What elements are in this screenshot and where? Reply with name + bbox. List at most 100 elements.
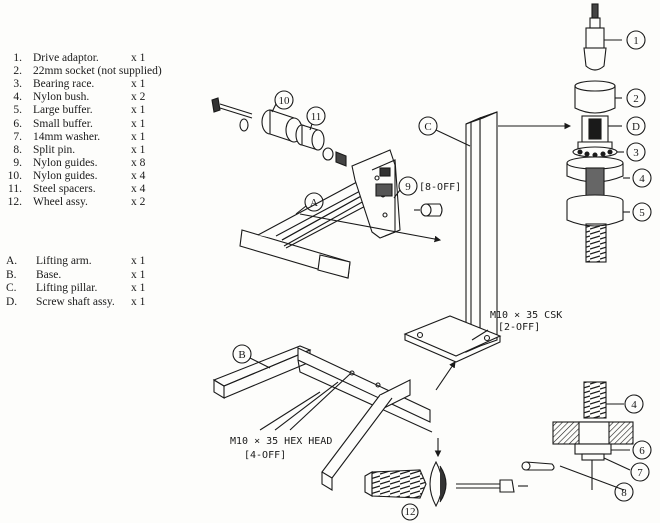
callout-1: 1 (633, 35, 639, 47)
assembly-name: Lifting pillar. (36, 282, 98, 294)
part-qty: x 1 (131, 143, 146, 156)
part-number: 2. (13, 65, 22, 78)
part-number: 1. (13, 52, 22, 64)
nylon-bush-upper (566, 156, 630, 199)
part-name: Steel spacers. (33, 183, 96, 195)
part-number: 8. (13, 143, 22, 156)
callout-1-circle (626, 30, 646, 50)
part-name: Wheel assy. (33, 196, 88, 209)
callout-c-circle (418, 116, 438, 136)
part-qty: x 1 (131, 104, 146, 117)
callout-8: 8 (621, 487, 627, 499)
callout-2: 2 (633, 93, 639, 105)
lifting-arm (239, 149, 442, 279)
callout-b-circle (232, 344, 252, 364)
callout-c: C (424, 121, 431, 133)
assembly-letter: C. (6, 282, 17, 294)
steel-spacer-11 (295, 124, 347, 167)
bearing-race (572, 146, 624, 158)
callout-10: 10 (279, 95, 291, 107)
callout-9-circle (398, 176, 418, 196)
assembly-letter: A. (6, 255, 18, 267)
part-qty: x 8 (131, 156, 146, 169)
part-number: 7. (13, 130, 22, 143)
callout-6: 6 (639, 445, 645, 457)
callout-a: A (310, 197, 318, 209)
part-number: 6. (13, 117, 22, 130)
hex-bolt-note: M10 × 35 HEX HEAD (230, 436, 332, 447)
callout-5-circle (632, 202, 652, 222)
part-number: 10. (7, 169, 22, 182)
part-name: Drive adaptor. (33, 52, 99, 64)
callout-3-circle (626, 142, 646, 162)
drive-adaptor (583, 3, 622, 71)
assembly-name: Lifting arm. (36, 255, 92, 267)
callout-4b: 4 (631, 399, 637, 411)
part-number: 5. (13, 104, 22, 117)
assembly-name: Screw shaft assy. (36, 295, 115, 308)
socket-22mm (574, 80, 622, 114)
part-name: Nylon bush. (33, 91, 90, 104)
assembly-qty: x 1 (131, 255, 146, 267)
assembly-name: Base. (36, 268, 62, 281)
pin-9 (414, 203, 443, 217)
part-name: 14mm washer. (33, 130, 101, 143)
pin-count-note: [8-OFF] (419, 182, 461, 193)
callout-5: 5 (639, 207, 645, 219)
base-frame (212, 345, 456, 491)
part-number: 4. (13, 91, 22, 104)
part-name: Split pin. (33, 143, 76, 156)
part-name: Large buffer. (33, 104, 93, 117)
part-qty: x 1 (131, 130, 146, 143)
part-qty: x 1 (131, 78, 146, 91)
callout-4: 4 (639, 173, 645, 185)
nylon-guide-10 (261, 109, 303, 143)
large-buffer (566, 194, 630, 227)
part-qty: x 1 (131, 52, 146, 64)
callout-4-circle (632, 168, 652, 188)
part-number: 9. (13, 156, 22, 169)
callout-10-circle (274, 90, 294, 110)
part-number: 12. (7, 196, 22, 209)
callout-a-circle (304, 192, 324, 212)
callout-11-circle (306, 106, 326, 126)
callout-7-circle (630, 462, 650, 482)
screw-thread-upper (585, 223, 607, 263)
part-qty: x 2 (131, 91, 146, 104)
part-number: 3. (13, 78, 22, 91)
wheel-assembly (364, 438, 528, 508)
callout-8-circle (614, 482, 634, 502)
part-name: Nylon guides. (33, 156, 98, 169)
part-qty: x 4 (131, 183, 146, 195)
part-qty: x 4 (131, 169, 146, 182)
long-bolt (211, 97, 253, 132)
callout-b: B (238, 349, 245, 361)
callout-12: 12 (405, 506, 416, 518)
csk-bolt-count: [2-OFF] (498, 322, 540, 333)
split-pin-8 (521, 461, 555, 471)
part-name: Bearing race. (33, 78, 95, 91)
callout-4b-circle (624, 394, 644, 414)
part-name: 22mm socket (not supplied) (33, 65, 162, 78)
part-qty: x 1 (131, 117, 146, 130)
csk-bolt-note: M10 × 35 CSK (490, 310, 562, 321)
assembly-qty: x 1 (131, 268, 146, 281)
callout-11: 11 (311, 111, 322, 123)
assembly-qty: x 1 (131, 295, 146, 308)
assembly-letter: D. (6, 295, 18, 308)
callout-6-circle (632, 440, 652, 460)
callout-7: 7 (637, 467, 643, 479)
assembly-letter: B. (6, 268, 17, 281)
lifting-pillar (403, 111, 572, 363)
lower-screw-assembly (552, 381, 634, 491)
part-number: 11. (8, 183, 22, 195)
callout-9: 9 (405, 181, 411, 193)
part-name: Small buffer. (33, 117, 93, 130)
callout-3: 3 (633, 147, 639, 159)
callout-d: D (632, 121, 640, 133)
assembly-qty: x 1 (131, 282, 146, 294)
callout-2-circle (626, 88, 646, 108)
callout-d-circle (626, 116, 646, 136)
part-name: Nylon guides. (33, 169, 98, 182)
